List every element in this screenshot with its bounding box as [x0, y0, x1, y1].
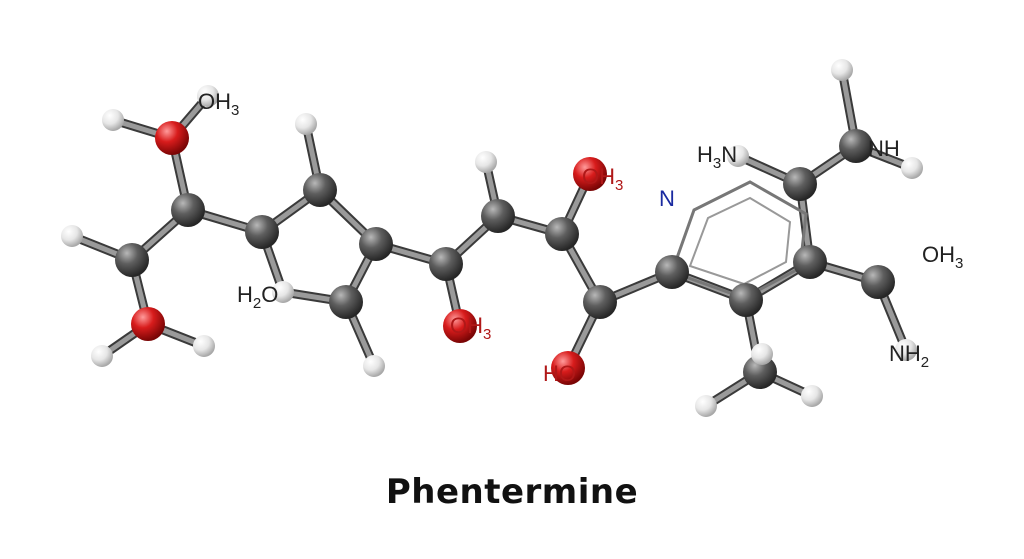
hydrogen-atom-H11	[801, 385, 823, 407]
oxygen-atom-O1	[155, 121, 189, 155]
hydrogen-atom-N1	[727, 145, 749, 167]
label-ho-bottom: HO	[543, 361, 576, 386]
carbon-atom-C7	[429, 247, 463, 281]
hydrogen-atom-H4	[91, 345, 113, 367]
label-oh3-top-left: OH3	[198, 89, 239, 119]
carbon-atom-C4	[303, 173, 337, 207]
carbon-atom-C12	[729, 283, 763, 317]
carbon-atom-C5	[359, 227, 393, 261]
oxygen-atom-O3	[443, 309, 477, 343]
atoms-layer	[61, 59, 923, 417]
hydrogen-atom-H5	[193, 335, 215, 357]
label-oh3-top-mid: OH3	[582, 164, 623, 194]
atom-labels-layer: OH3 H2O OH3 OH3 HO N H3N NH	[198, 89, 963, 386]
carbon-atom-C15	[783, 167, 817, 201]
hydrogen-atom-H3	[61, 225, 83, 247]
oxygen-atom-O2	[131, 307, 165, 341]
carbon-atom-C1	[171, 193, 205, 227]
carbon-atom-C16	[861, 265, 895, 299]
ring-inner-hexagon	[688, 196, 792, 286]
carbon-atom-C13	[743, 355, 777, 389]
hydrogen-atom-N3	[895, 339, 917, 361]
carbon-atom-C9	[545, 217, 579, 251]
carbon-atom-C6	[329, 285, 363, 319]
hydrogen-atom-H10	[695, 395, 717, 417]
oxygen-atom-O4	[573, 157, 607, 191]
hydrogen-atom-H7	[295, 113, 317, 135]
label-oh3-center: OH3	[450, 313, 491, 343]
carbon-atom-C11	[655, 255, 689, 289]
hydrogen-atom-H2	[197, 85, 219, 107]
label-nh2-right: NH2	[889, 341, 929, 371]
hydrogen-atom-H1	[102, 109, 124, 131]
hydrogen-atom-H14	[901, 157, 923, 179]
label-nh-right: NH	[868, 136, 900, 161]
label-n-ring: N	[659, 186, 675, 211]
carbon-atom-N2	[839, 129, 873, 163]
label-h2o-left: H2O	[237, 282, 278, 312]
label-h3n-right: H3N	[697, 142, 737, 172]
figure-caption: Phentermine	[385, 472, 639, 512]
carbon-atom-C14	[793, 245, 827, 279]
hydrogen-atom-H6	[272, 281, 294, 303]
oxygen-atom-O5	[551, 351, 585, 385]
hydrogen-atom-H13	[831, 59, 853, 81]
bonds-layer	[67, 65, 917, 411]
carbon-atom-C10	[583, 285, 617, 319]
carbon-atom-C8	[481, 199, 515, 233]
carbon-atom-C3	[245, 215, 279, 249]
hydrogen-atom-H8	[363, 355, 385, 377]
label-oh3-right: OH3	[922, 242, 963, 272]
hydrogen-atom-H9	[475, 151, 497, 173]
carbon-atom-C2	[115, 243, 149, 277]
hydrogen-atom-H12	[751, 343, 773, 365]
